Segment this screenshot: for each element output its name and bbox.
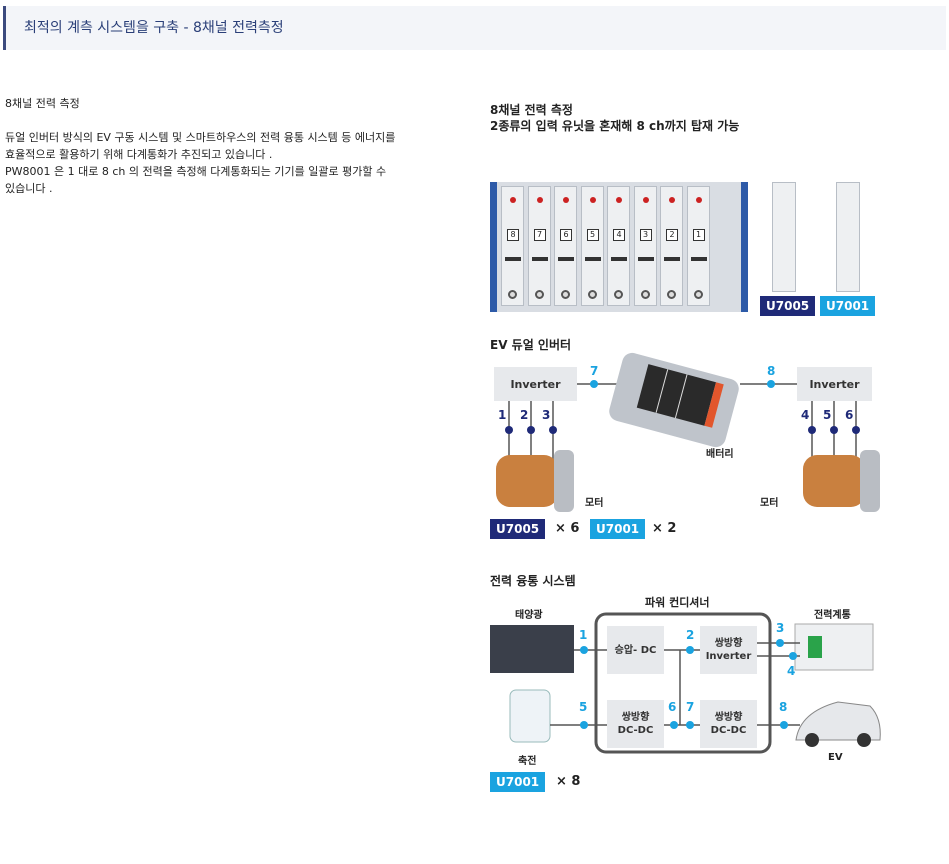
- ev-section-title: EV 듀얼 인버터: [490, 338, 572, 352]
- power-u7001-badge: U7001: [490, 772, 546, 792]
- intro-heading: 8채널 전력 측정: [5, 97, 80, 110]
- slot-indicator-icon: [536, 197, 543, 203]
- power-num-8: 8: [779, 700, 788, 714]
- u7005-badge: U7005: [760, 296, 816, 316]
- input-slot: 6: [554, 186, 577, 306]
- slot-bar: [690, 257, 707, 261]
- slot-number: 8: [507, 229, 519, 241]
- intro-section: 8채널 전력 측정 듀얼 인버터 방식의 EV 구동 시스템 및 스마트하우스의…: [5, 95, 465, 214]
- figure-title: 8채널 전력 측정 2종류의 입력 유닛을 혼재해 8 ch까지 탑재 가능: [490, 103, 740, 133]
- input-slot: 2: [660, 186, 683, 306]
- ev-num-8: 8: [767, 364, 776, 378]
- slot-number: 1: [692, 229, 705, 241]
- slot-number: 4: [613, 229, 625, 241]
- conditioner-label: 파워 컨디셔너: [645, 596, 710, 609]
- terminal-icon: [587, 290, 597, 299]
- input-slot: 7: [527, 186, 551, 306]
- slot-indicator-icon: [616, 197, 622, 203]
- ev-num-3: 3: [542, 408, 551, 422]
- ev-num-4: 4: [801, 408, 810, 422]
- ev-num-5: 5: [823, 408, 832, 422]
- inverter-left-box: Inverter: [494, 367, 577, 401]
- page-header: 최적의 계측 시스템을 구축 - 8채널 전력측정: [3, 6, 946, 50]
- ev-u7001-badge: U7001: [590, 519, 646, 539]
- slot-indicator-icon: [563, 197, 569, 203]
- input-slot: 4: [607, 186, 630, 306]
- inverter-right-box: Inverter: [797, 367, 872, 401]
- power-num-5: 5: [579, 700, 588, 714]
- slot-indicator-icon: [669, 197, 675, 203]
- input-slot: 5: [580, 186, 604, 306]
- ev-num-7: 7: [590, 364, 599, 378]
- u7001-badge: U7001: [820, 296, 876, 316]
- slot-indicator-icon: [510, 197, 516, 203]
- bidirectional-dcdc-left-box: 쌍방향 DC-DC: [607, 700, 664, 748]
- input-slot: 8: [501, 186, 524, 306]
- slot-number: 5: [586, 229, 599, 241]
- storage-label: 축전: [518, 756, 537, 767]
- terminal-icon: [693, 290, 703, 299]
- slot-number: 6: [560, 229, 572, 241]
- slot-number: 2: [666, 229, 678, 241]
- grid-label: 전력계통: [814, 610, 851, 621]
- bidirectional-inverter-box: 쌍방향 Inverter: [700, 626, 757, 674]
- ev-label: EV: [828, 752, 843, 763]
- slot-indicator-icon: [642, 197, 649, 203]
- ev-u7001-count: × 2: [652, 521, 677, 536]
- pw8001-chassis-image: 8 7 6 5 4 3 2 1: [490, 182, 748, 312]
- slot-number: 3: [639, 229, 652, 241]
- power-num-6: 6: [668, 700, 677, 714]
- power-num-1: 1: [579, 628, 588, 642]
- power-num-7: 7: [686, 700, 695, 714]
- terminal-icon: [561, 290, 570, 299]
- power-u7001-count: × 8: [556, 774, 581, 789]
- motor-right-label: 모터: [760, 498, 779, 509]
- slot-bar: [531, 257, 548, 261]
- slot-indicator-icon: [695, 197, 702, 203]
- input-slot: 3: [633, 186, 657, 306]
- boost-dc-box: 승압- DC: [607, 626, 664, 674]
- terminal-icon: [534, 290, 544, 299]
- terminal-icon: [640, 290, 650, 299]
- ev-u7005-count: × 6: [555, 521, 580, 536]
- ev-u7005-badge: U7005: [490, 519, 546, 539]
- motor-left-label: 모터: [585, 498, 604, 509]
- power-num-2: 2: [686, 628, 695, 642]
- slot-indicator-icon: [589, 197, 596, 203]
- ev-num-2: 2: [520, 408, 529, 422]
- bidirectional-dcdc-right-box: 쌍방향 DC-DC: [700, 700, 757, 748]
- u7005-module-image: [772, 182, 796, 292]
- power-num-4: 4: [787, 664, 796, 678]
- slot-bar: [664, 257, 680, 261]
- ev-num-6: 6: [845, 408, 854, 422]
- ev-num-1: 1: [498, 408, 507, 422]
- solar-label: 태양광: [515, 610, 543, 621]
- power-section-title: 전력 융통 시스템: [490, 574, 576, 588]
- terminal-icon: [614, 290, 623, 299]
- battery-label: 배터리: [706, 449, 734, 460]
- slot-bar: [637, 257, 654, 261]
- terminal-icon: [667, 290, 676, 299]
- slot-bar: [611, 257, 627, 261]
- power-num-3: 3: [776, 621, 785, 635]
- terminal-icon: [508, 290, 517, 299]
- slot-bar: [505, 257, 521, 261]
- page-title: 최적의 계측 시스템을 구축 - 8채널 전력측정: [24, 20, 284, 36]
- intro-paragraph: 듀얼 인버터 방식의 EV 구동 시스템 및 스마트하우스의 전력 융통 시스템…: [5, 131, 396, 195]
- slot-bar: [584, 257, 601, 261]
- slot-bar: [558, 257, 574, 261]
- u7001-module-image: [836, 182, 860, 292]
- slot-number: 7: [533, 229, 546, 241]
- input-slot: 1: [686, 186, 710, 306]
